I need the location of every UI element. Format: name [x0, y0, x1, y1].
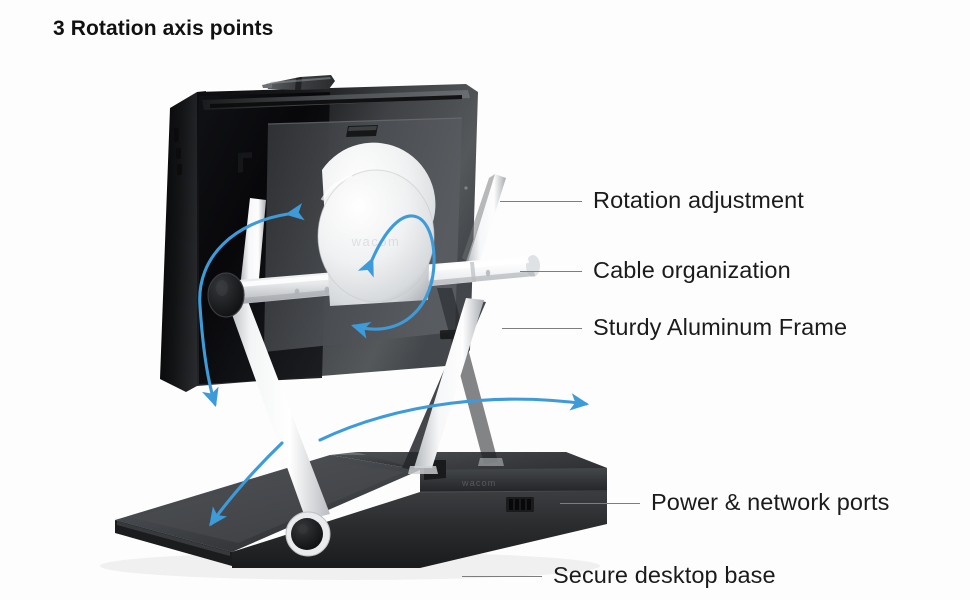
leader-line [462, 576, 542, 577]
callout-label-sturdy-aluminum-frame: Sturdy Aluminum Frame [593, 314, 848, 340]
stylus-tip [262, 83, 272, 88]
power-network-ports-group [506, 497, 534, 512]
hub-brand-mark: wacom [351, 234, 401, 249]
display-top-vent-slot [210, 95, 462, 108]
display-bracket-clip [238, 152, 252, 173]
rotation-adjustment-lever [466, 174, 506, 266]
callout-label-power-network-ports: Power & network ports [651, 489, 890, 515]
base-brand-mark: wacom [461, 478, 497, 488]
base-tray-inner [133, 460, 404, 543]
leader-line [560, 503, 640, 504]
rotation-hub: wacom [317, 142, 436, 306]
base-seam-line [419, 490, 608, 493]
stylus-pen [262, 75, 335, 90]
stand-foot-right [408, 466, 438, 474]
display-notch-highlight [348, 126, 377, 131]
base-sweep-arrow [318, 393, 590, 442]
callout-label-secure-desktop-base: Secure desktop base [553, 562, 776, 588]
base-tray-front-highlight [117, 521, 230, 556]
hub-rotation-arrow [351, 214, 436, 339]
tilt-rotation-arrow [198, 203, 305, 407]
display-led [464, 186, 468, 190]
stylus-grip-band [295, 77, 302, 90]
leader-line [500, 201, 582, 202]
leader-line [502, 328, 582, 329]
base-tray-front-edge [115, 520, 232, 566]
page-title: 3 Rotation axis points [53, 17, 274, 40]
rotation-arrows [198, 203, 590, 527]
stand-rear-leg [437, 288, 498, 464]
tilt-pivot-joint [207, 272, 245, 318]
desktop-base: wacom [115, 452, 608, 568]
stand-front-right-leg [414, 298, 484, 468]
base-upper-slab-front [420, 468, 607, 494]
rotation-lever-shadow [462, 174, 495, 262]
display-panel-seam [267, 117, 463, 125]
callout-label-rotation-adjustment: Rotation adjustment [593, 187, 804, 213]
base-body-top-large [330, 452, 607, 470]
stylus-highlight [270, 77, 331, 84]
base-rotation-arrow [209, 441, 284, 527]
base-pivot-joint [285, 511, 331, 557]
leader-line [520, 271, 582, 272]
stand-foot-rear [478, 458, 504, 466]
display-front-bezel [160, 91, 206, 392]
display-side-buttons [174, 128, 182, 175]
callout-label-cable-organization: Cable organization [593, 257, 791, 283]
